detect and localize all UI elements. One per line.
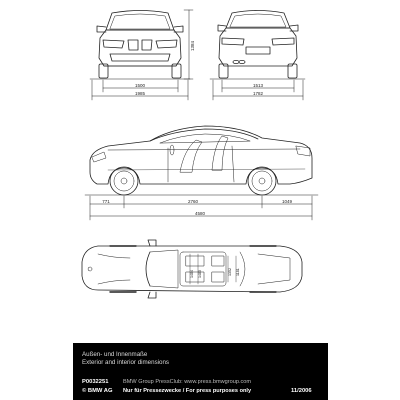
dim-height: 1384 [190,40,195,51]
dim-interior-1: 1484 [190,270,194,278]
dim-interior-4: 1181 [236,268,240,276]
dim-length: 4580 [195,211,206,216]
technical-drawing: 1384 1500 1985 1513 1782 771 2760 1049 4… [81,9,319,299]
front-dimensions [91,79,189,101]
footer-panel: Außen- und Innenmaße Exterior and interi… [73,343,328,400]
dim-interior-3: 1352 [228,268,232,276]
front-view [96,10,184,79]
side-view [89,125,313,196]
dim-front-track: 1500 [135,83,146,88]
side-dimensions [89,195,313,221]
caption-german: Außen- und Innenmaße [82,351,148,358]
top-view [81,239,303,299]
dim-width-rear: 1782 [253,91,264,96]
interior-dimensions [189,253,237,285]
dim-rear-overhang: 1049 [282,199,293,204]
height-dimension [183,9,194,80]
press-only-line: Nur für Pressezwecke / For press purpose… [123,388,252,394]
dim-rear-track: 1513 [253,83,264,88]
photo-code: P0032251 [82,379,109,385]
rear-view [217,10,299,79]
dim-interior-2: 1480 [198,270,202,278]
caption-english: Exterior and interior dimensions [82,359,170,366]
press-club-line: BMW Group PressClub: www.press.bmwgroup.… [123,379,252,385]
date: 11/2006 [291,388,312,394]
dim-width: 1985 [135,91,146,96]
rear-dimensions [212,79,304,101]
dim-front-overhang: 771 [102,199,110,204]
dim-wheelbase: 2760 [188,199,199,204]
copyright: © BMW AG [82,388,113,394]
